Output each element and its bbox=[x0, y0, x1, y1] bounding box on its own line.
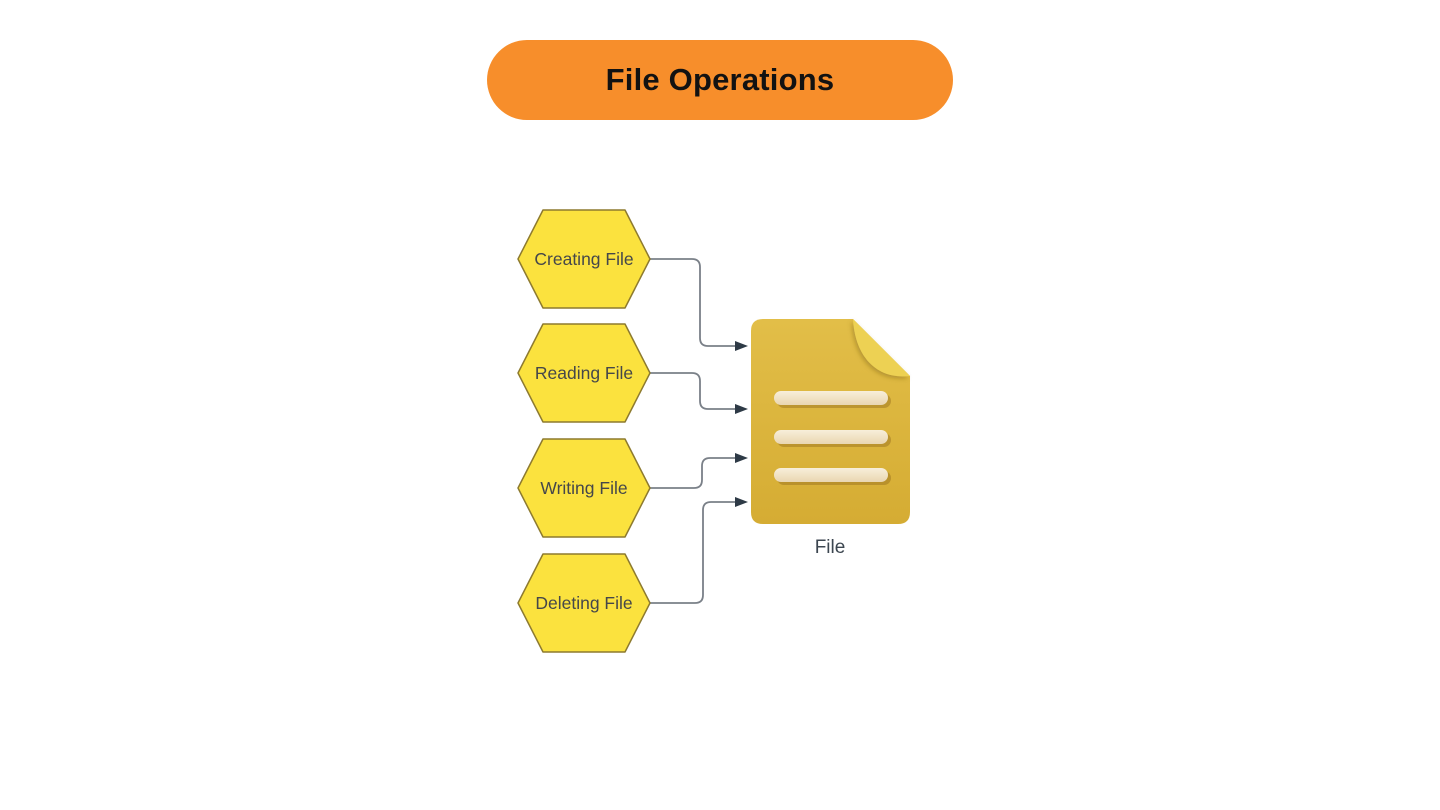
node-label: Writing File bbox=[540, 478, 627, 498]
edge-connectors bbox=[650, 258, 748, 604]
file-fold-corner-icon bbox=[853, 319, 910, 377]
node-label: Creating File bbox=[534, 249, 633, 269]
file-text-lines bbox=[774, 391, 891, 485]
hexagon-shape bbox=[517, 553, 651, 653]
hexagon-shape bbox=[517, 323, 651, 423]
connector-reading-to-file bbox=[650, 372, 748, 414]
node-writing-file: Writing File bbox=[517, 438, 651, 538]
file-label: File bbox=[815, 537, 846, 558]
hexagon-shape bbox=[517, 438, 651, 538]
connector-deleting-to-file bbox=[650, 497, 748, 604]
file-document-icon: File bbox=[751, 319, 910, 558]
connector-creating-to-file bbox=[650, 258, 748, 351]
page-title: File Operations bbox=[605, 62, 835, 97]
file-text-line bbox=[774, 468, 888, 482]
file-text-line bbox=[774, 391, 888, 405]
node-label: Deleting File bbox=[535, 593, 632, 613]
file-text-line bbox=[774, 430, 888, 444]
file-body bbox=[751, 319, 910, 524]
node-deleting-file: Deleting File bbox=[517, 553, 651, 653]
connector-writing-to-file bbox=[650, 453, 748, 489]
hexagon-shape bbox=[517, 209, 651, 309]
title-banner: File Operations bbox=[487, 40, 953, 120]
node-reading-file: Reading File bbox=[517, 323, 651, 423]
node-creating-file: Creating File bbox=[517, 209, 651, 309]
node-label: Reading File bbox=[535, 363, 633, 383]
